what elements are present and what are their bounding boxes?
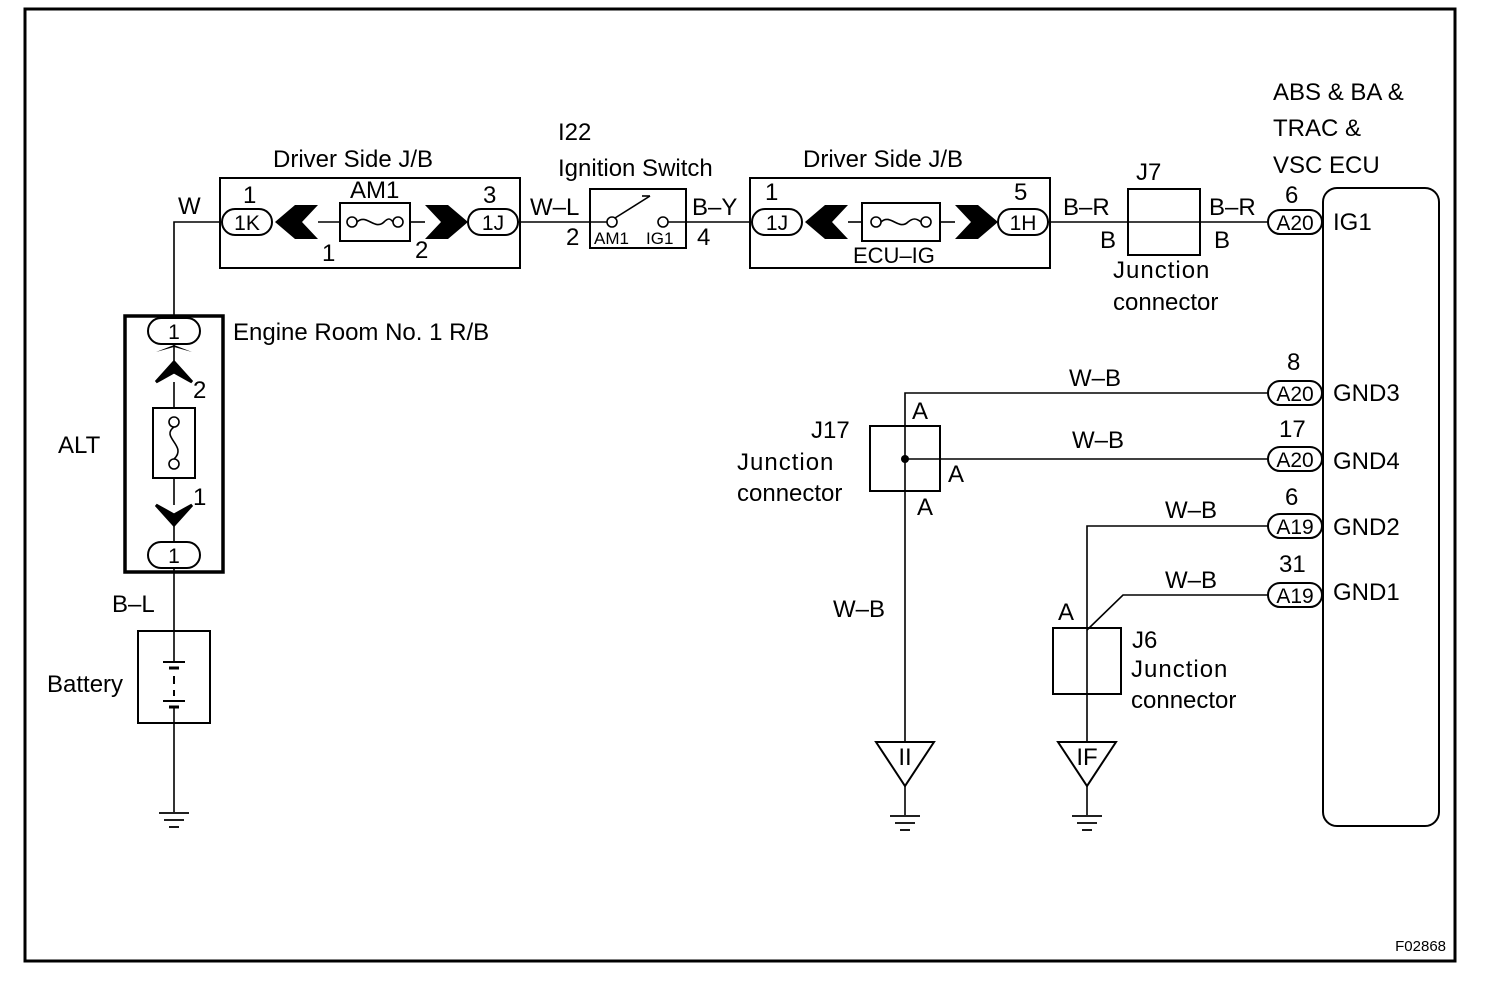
j17-term-right: A xyxy=(948,461,964,488)
ecu-term-name-gnd1: GND1 xyxy=(1333,579,1400,606)
ecu-pin-gnd4: 17 xyxy=(1279,416,1306,443)
j6-name-line1: Junction xyxy=(1131,656,1228,683)
ecu-ig-fuse-label: ECU–IG xyxy=(853,243,935,268)
jb-left-conn-out: 1J xyxy=(482,212,504,235)
ecu-pin-ig1: 6 xyxy=(1285,182,1298,209)
wire-color-b-r-right: B–R xyxy=(1209,194,1256,221)
ig-terminal-am1: AM1 xyxy=(594,229,629,248)
j17-name-line2: connector xyxy=(737,480,842,507)
ecu-name-line3: VSC ECU xyxy=(1273,152,1380,179)
ecu-name-line2: TRAC & xyxy=(1273,115,1361,142)
driver-jb-right: 1J 1H 1 5 ECU–IG xyxy=(749,177,1051,269)
j6-term-top: A xyxy=(1058,599,1074,626)
engine-room-relay-block: 1 1 2 1 xyxy=(123,314,225,574)
ecu-terminal-gnd4: A20 17 GND4 xyxy=(1267,416,1400,475)
ecu-term-name-ig1: IG1 xyxy=(1333,209,1372,236)
wire-color-b-r-left: B–R xyxy=(1063,194,1110,221)
ground-ii-label: II xyxy=(898,744,911,771)
j17-term-bottom: A xyxy=(917,494,933,521)
jb-left-inner-in: 1 xyxy=(322,240,335,267)
battery-ground-icon xyxy=(159,812,189,828)
jb-left-conn-in: 1K xyxy=(234,212,260,235)
wire-color-gnd2: W–B xyxy=(1165,497,1217,524)
j7-id: J7 xyxy=(1136,159,1161,186)
ecu-pin-gnd3: 8 xyxy=(1287,349,1300,376)
jb-right-pin-out: 5 xyxy=(1014,179,1027,206)
ecu-body xyxy=(1322,187,1440,827)
er-pin-upper: 2 xyxy=(193,377,206,404)
ecu-conn-gnd1: A19 xyxy=(1276,585,1313,608)
jb-right-title: Driver Side J/B xyxy=(803,146,963,173)
jb-left-title: Driver Side J/B xyxy=(273,146,433,173)
ecu-conn-gnd3: A20 xyxy=(1276,383,1313,406)
j7-name-line1: Junction xyxy=(1113,257,1210,284)
ecu-terminal-gnd1: A19 31 GND1 xyxy=(1267,551,1400,608)
jb-right-conn-out: 1H xyxy=(1010,212,1037,235)
ecu-pin-gnd2: 6 xyxy=(1285,484,1298,511)
wire-color-j17-down: W–B xyxy=(833,596,885,623)
ecu-terminal-gnd3: A20 8 GND3 xyxy=(1267,349,1400,407)
ig-terminal-ig1: IG1 xyxy=(646,229,673,248)
driver-jb-left: 1K 1J 1 3 1 2 xyxy=(219,177,521,269)
ground-if-icon xyxy=(1056,741,1118,831)
j7-left-terminal: B xyxy=(1100,227,1116,254)
figure-id: F02868 xyxy=(1395,938,1446,955)
j7-right-terminal: B xyxy=(1214,227,1230,254)
jb-left-pin-in: 1 xyxy=(243,182,256,209)
ecu-terminal-ig1: A20 6 IG1 xyxy=(1267,182,1372,236)
alt-fuse-label: ALT xyxy=(58,432,101,459)
ig-switch-pin-right: 4 xyxy=(697,224,710,251)
ignition-switch: AM1 IG1 xyxy=(589,188,687,249)
ecu-name-line1: ABS & BA & xyxy=(1273,79,1404,106)
j17-term-top: A xyxy=(912,398,928,425)
wire-color-b-l: B–L xyxy=(112,591,155,618)
er-top-connector: 1 xyxy=(168,321,180,344)
j6-name-line2: connector xyxy=(1131,687,1236,714)
engine-room-rb-label: Engine Room No. 1 R/B xyxy=(233,319,489,346)
ecu-conn-gnd4: A20 xyxy=(1276,449,1313,472)
jb-right-conn-in: 1J xyxy=(766,212,788,235)
ecu-terminal-gnd2: A19 6 GND2 xyxy=(1267,484,1400,541)
ig-switch-id: I22 xyxy=(558,119,591,146)
wire-color-gnd4: W–B xyxy=(1072,427,1124,454)
wire-color-gnd1: W–B xyxy=(1165,567,1217,594)
er-bottom-connector: 1 xyxy=(168,545,180,568)
j17-name-line1: Junction xyxy=(737,449,834,476)
am1-fuse-label: AM1 xyxy=(350,177,399,204)
wire-color-b-y: B–Y xyxy=(692,194,737,221)
wire-color-gnd3: W–B xyxy=(1069,365,1121,392)
ig-switch-pin-left: 2 xyxy=(566,224,579,251)
battery-label: Battery xyxy=(47,671,123,698)
er-pin-lower: 1 xyxy=(193,484,206,511)
j17-id: J17 xyxy=(811,417,850,444)
ground-ii-icon xyxy=(874,741,936,831)
jb-right-pin-in: 1 xyxy=(765,179,778,206)
ecu-term-name-gnd3: GND3 xyxy=(1333,380,1400,407)
ground-if-label: IF xyxy=(1076,744,1097,771)
ecu-term-name-gnd4: GND4 xyxy=(1333,448,1400,475)
ecu-conn-gnd2: A19 xyxy=(1276,516,1313,539)
jb-left-pin-out: 3 xyxy=(483,182,496,209)
j17-junction-box xyxy=(869,425,941,492)
ecu-pin-gnd1: 31 xyxy=(1279,551,1306,578)
diagram-frame xyxy=(23,7,1457,963)
wire-color-w: W xyxy=(178,193,201,220)
battery-symbol xyxy=(137,630,211,724)
wire-color-w-l: W–L xyxy=(530,194,579,221)
ig-switch-name: Ignition Switch xyxy=(558,155,713,182)
j6-id: J6 xyxy=(1132,627,1157,654)
jb-left-inner-out: 2 xyxy=(415,237,428,264)
ecu-conn-ig1: A20 xyxy=(1276,212,1313,235)
ecu-term-name-gnd2: GND2 xyxy=(1333,514,1400,541)
j7-name-line2: connector xyxy=(1113,289,1218,316)
j6-junction-box xyxy=(1052,627,1122,695)
